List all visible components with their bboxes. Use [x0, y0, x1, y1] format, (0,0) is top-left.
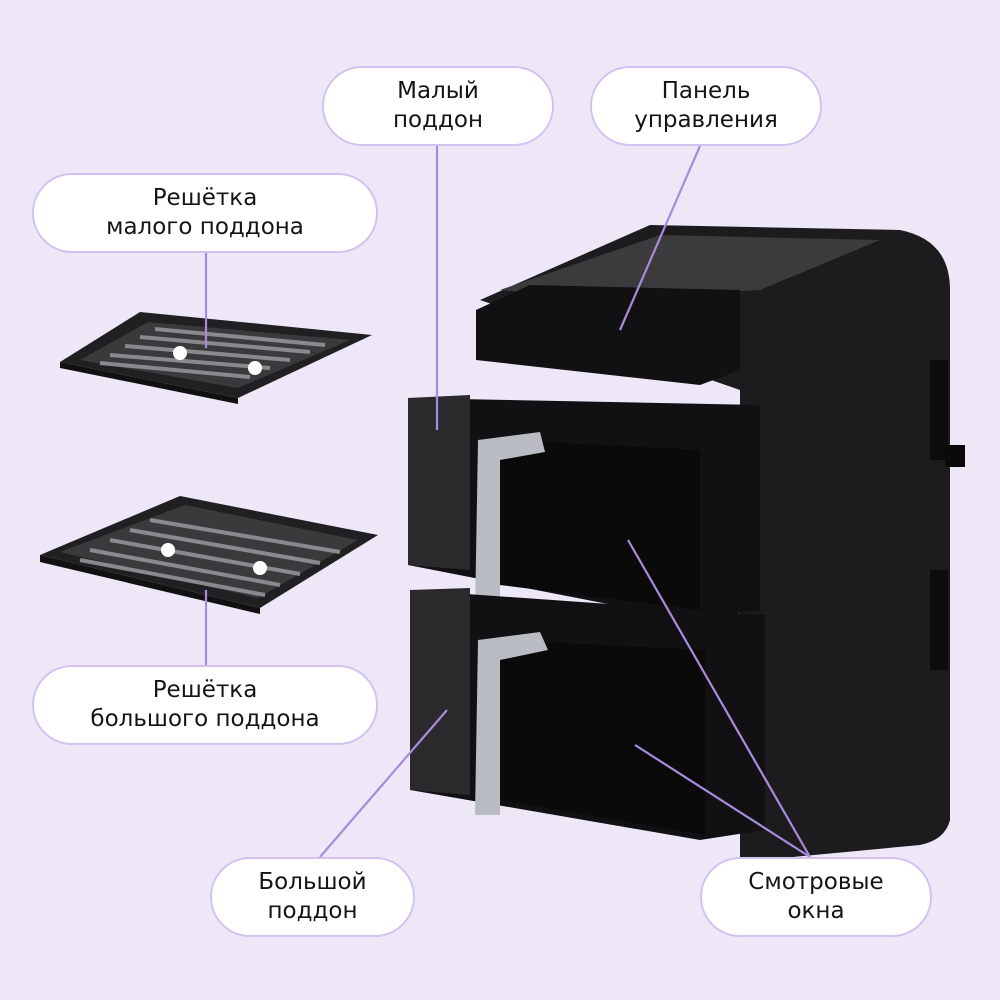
label-large-tray: Большой поддон [210, 857, 415, 937]
label-line: окна [787, 898, 845, 924]
label-small-rack: Решётка малого поддона [32, 173, 378, 253]
label-viewing-windows: Смотровые окна [700, 857, 932, 937]
large-tray-handle [475, 632, 548, 815]
large-tray-drawer [410, 588, 765, 840]
air-fryer-body [476, 225, 965, 860]
label-line: Большой [258, 869, 367, 895]
large-tray-rack [40, 496, 378, 614]
label-line: большого поддона [90, 706, 320, 732]
label-line: Панель [661, 78, 751, 104]
label-line: управления [634, 107, 778, 133]
label-control-panel: Панель управления [590, 66, 822, 146]
label-line: поддон [392, 107, 484, 133]
label-line: поддон [267, 898, 358, 924]
small-tray-rack [60, 312, 372, 404]
small-tray-drawer [408, 395, 760, 620]
label-line: Малый [397, 78, 479, 104]
control-panel [476, 285, 740, 385]
label-line: Решётка [152, 185, 258, 211]
label-line: Смотровые [748, 869, 884, 895]
label-line: Решётка [152, 677, 258, 703]
callout-lines [204, 145, 811, 858]
label-small-tray: Малый поддон [322, 66, 554, 146]
label-line: малого поддона [106, 214, 304, 240]
label-large-rack: Решётка большого поддона [32, 665, 378, 745]
small-tray-handle [475, 432, 545, 615]
